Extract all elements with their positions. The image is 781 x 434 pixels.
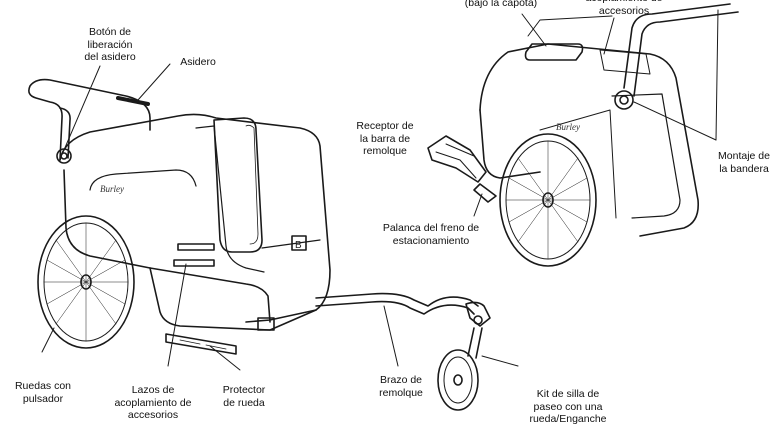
push-button-wheel (37, 215, 135, 349)
label-tow-arm: Brazo de remolque (379, 374, 423, 399)
handlebar-left (28, 78, 151, 161)
flag-mount (614, 90, 634, 110)
label-handlebar: Asidero (180, 56, 216, 68)
label-accessory-coupling-top: acoplamiento de accesorios (585, 0, 662, 17)
stroller-kit-wheel (437, 301, 491, 411)
trailer-body-left: B Burley (59, 113, 331, 331)
leader-lines (41, 9, 719, 371)
rear-wheel-right (499, 133, 597, 267)
tow-bar-receiver (427, 135, 487, 183)
label-handle-release-button: Botón de liberación del asidero (84, 26, 136, 63)
label-tow-bar-receiver: Receptor de la barra de remolque (356, 120, 414, 157)
label-flag-mount: Montaje de la bandera (718, 150, 770, 175)
trailer-body-right: Burley (479, 3, 739, 237)
brand-logo-left: Burley (100, 184, 124, 194)
label-stroller-kit-hitch: Kit de silla de paseo con una rueda/Enga… (529, 388, 607, 425)
brand-logo-right: Burley (556, 122, 580, 132)
accessory-loop (177, 243, 215, 251)
tow-arm (315, 292, 479, 315)
label-wheel-guard: Protector de rueda (222, 384, 266, 409)
label-parking-brake-lever: Palanca del freno de estacionamiento (382, 222, 480, 247)
label-accessory-loops: Lazos de acoplamiento de accesorios (114, 384, 192, 421)
svg-text:B: B (295, 240, 302, 251)
wheel-guard (165, 333, 237, 355)
label-push-button-wheels: Ruedas con pulsador (14, 380, 72, 405)
label-under-canopy: (bajo la capota) (464, 0, 538, 9)
accessory-loop-2 (173, 259, 215, 267)
parking-brake-lever (473, 183, 497, 203)
